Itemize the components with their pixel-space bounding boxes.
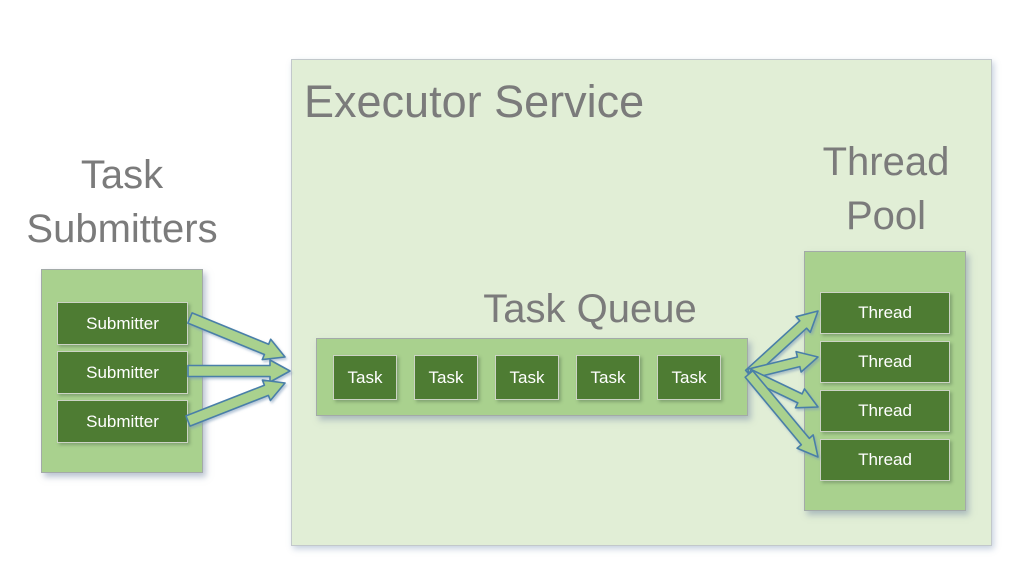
task-node: Task	[576, 355, 640, 400]
task-node: Task	[657, 355, 721, 400]
task-submitters-label-line1: Task	[80, 153, 164, 197]
thread-node: Thread	[820, 341, 950, 383]
task-submitters-label-line2: Submitters	[26, 207, 218, 251]
arrow-submitter2-to-queue	[187, 359, 291, 383]
thread-pool-label-line2: Pool	[845, 194, 927, 238]
thread-node: Thread	[820, 390, 950, 432]
task-submitters-group: Submitter Submitter Submitter	[41, 269, 203, 473]
submitter-node: Submitter	[57, 302, 188, 345]
thread-pool-label-line1: Thread	[822, 140, 950, 184]
submitter-node: Submitter	[57, 400, 188, 443]
thread-pool-group: Thread Thread Thread Thread	[804, 251, 966, 511]
task-node: Task	[333, 355, 397, 400]
task-node: Task	[495, 355, 559, 400]
task-submitters-label: Task Submitters	[0, 148, 244, 256]
executor-service-title: Executor Service	[304, 76, 645, 127]
thread-node: Thread	[820, 439, 950, 481]
task-node: Task	[414, 355, 478, 400]
task-queue-group: Task Task Task Task Task	[316, 338, 748, 416]
submitter-node: Submitter	[57, 351, 188, 394]
task-queue-label: Task Queue	[483, 287, 697, 331]
executor-service-box: Executor Service Task Queue Task Task Ta…	[291, 59, 992, 546]
thread-pool-label: Thread Pool	[804, 135, 968, 243]
thread-node: Thread	[820, 292, 950, 334]
